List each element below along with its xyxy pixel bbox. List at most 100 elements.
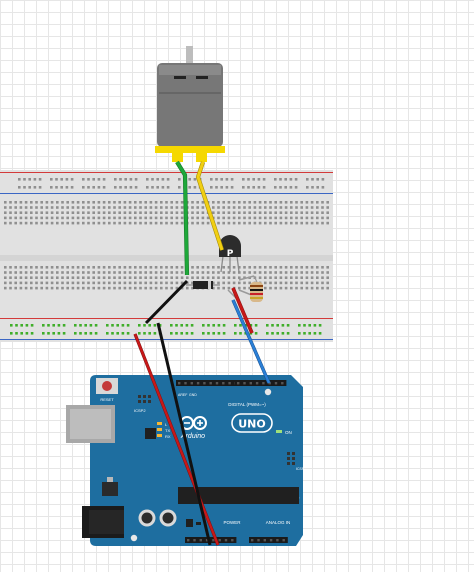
terminal-hole: [279, 221, 283, 225]
terminal-hole: [144, 281, 147, 285]
rail-hole: [94, 324, 98, 327]
rail-hole: [143, 332, 146, 335]
terminal-hole: [134, 206, 137, 209]
terminal-hole: [284, 211, 288, 214]
terminal-hole: [19, 266, 23, 269]
terminal-hole: [232, 281, 236, 285]
terminal-hole: [160, 271, 163, 274]
terminal-hole: [19, 221, 23, 225]
uno-badge: [231, 413, 273, 433]
terminal-hole: [87, 201, 90, 204]
terminal-hole: [144, 211, 147, 214]
terminal-hole: [134, 201, 137, 204]
terminal-hole: [274, 286, 277, 290]
terminal-hole: [97, 216, 101, 220]
terminal-hole: [170, 276, 173, 279]
terminal-hole: [144, 286, 147, 290]
terminal-hole: [45, 206, 49, 209]
dc-motor: [155, 46, 225, 162]
terminal-hole: [40, 271, 43, 274]
terminal-hole: [222, 216, 225, 220]
terminal-hole: [82, 216, 85, 220]
terminal-hole: [300, 201, 303, 204]
icsp-pin: [287, 452, 290, 455]
rail-hole: [286, 324, 290, 327]
terminal-hole: [279, 281, 283, 285]
rail-hole: [38, 186, 42, 189]
terminal-hole: [40, 221, 43, 225]
terminal-hole: [50, 211, 54, 214]
power-pin-pin: [193, 539, 196, 542]
terminal-hole: [217, 281, 220, 285]
terminal-hole: [24, 271, 28, 274]
rail-hole: [89, 324, 93, 327]
terminal-hole: [305, 211, 309, 214]
center-channel: [0, 255, 333, 261]
rail-hole: [74, 332, 77, 335]
terminal-hole: [102, 271, 106, 274]
terminal-hole: [321, 276, 324, 279]
rail-hole: [284, 178, 287, 181]
terminal-hole: [82, 276, 85, 279]
terminal-hole: [144, 276, 147, 279]
terminal-hole: [284, 221, 288, 225]
rail-hole: [134, 178, 138, 181]
rail-hole: [166, 186, 170, 189]
terminal-hole: [170, 206, 173, 209]
rail-hole: [170, 332, 173, 335]
terminal-hole: [238, 201, 241, 204]
terminal-hole: [102, 216, 106, 220]
terminal-hole: [206, 221, 210, 225]
terminal-hole: [123, 216, 127, 220]
terminal-hole: [87, 276, 90, 279]
terminal-hole: [326, 266, 329, 269]
rail-hole: [119, 186, 122, 189]
terminal-hole: [196, 206, 199, 209]
terminal-hole: [243, 286, 246, 290]
terminal-hole: [316, 216, 319, 220]
motor-terminal-left: [172, 153, 183, 162]
terminal-hole: [201, 276, 205, 279]
terminal-hole: [61, 201, 64, 204]
terminal-hole: [180, 281, 184, 285]
terminal-hole: [113, 201, 116, 204]
terminal-hole: [191, 276, 194, 279]
rail-hole: [25, 332, 29, 335]
rail-hole: [193, 178, 197, 181]
digital-pin-housing: [235, 380, 287, 386]
rail-hole: [271, 324, 274, 327]
terminal-hole: [97, 206, 101, 209]
terminal-hole: [87, 271, 90, 274]
black-ground-wire: [156, 322, 212, 546]
rail-hole: [298, 332, 301, 335]
terminal-hole: [243, 206, 246, 209]
terminal-hole: [284, 276, 288, 279]
terminal-hole: [295, 281, 298, 285]
rail-hole: [210, 178, 213, 181]
rail-hole: [289, 186, 293, 189]
rail-hole: [52, 324, 55, 327]
rail-hole: [313, 332, 317, 335]
terminal-hole: [196, 266, 199, 269]
terminal-hole: [134, 271, 137, 274]
icsp2-pin: [138, 395, 141, 398]
on-led: [276, 430, 282, 433]
terminal-hole: [66, 221, 69, 225]
terminal-hole: [264, 271, 267, 274]
terminal-hole: [284, 266, 288, 269]
terminal-hole: [97, 281, 101, 285]
rail-hole: [156, 186, 159, 189]
terminal-hole: [279, 216, 283, 220]
terminal-hole: [196, 201, 199, 204]
terminal-hole: [45, 216, 49, 220]
rail-hole: [106, 324, 109, 327]
rail-hole: [50, 186, 53, 189]
terminal-hole: [61, 276, 64, 279]
terminal-hole: [9, 201, 12, 204]
terminal-hole: [217, 206, 220, 209]
terminal-hole: [295, 286, 298, 290]
terminal-hole: [300, 221, 303, 225]
terminal-hole: [45, 221, 49, 225]
terminal-hole: [113, 221, 116, 225]
terminal-hole: [154, 221, 158, 225]
